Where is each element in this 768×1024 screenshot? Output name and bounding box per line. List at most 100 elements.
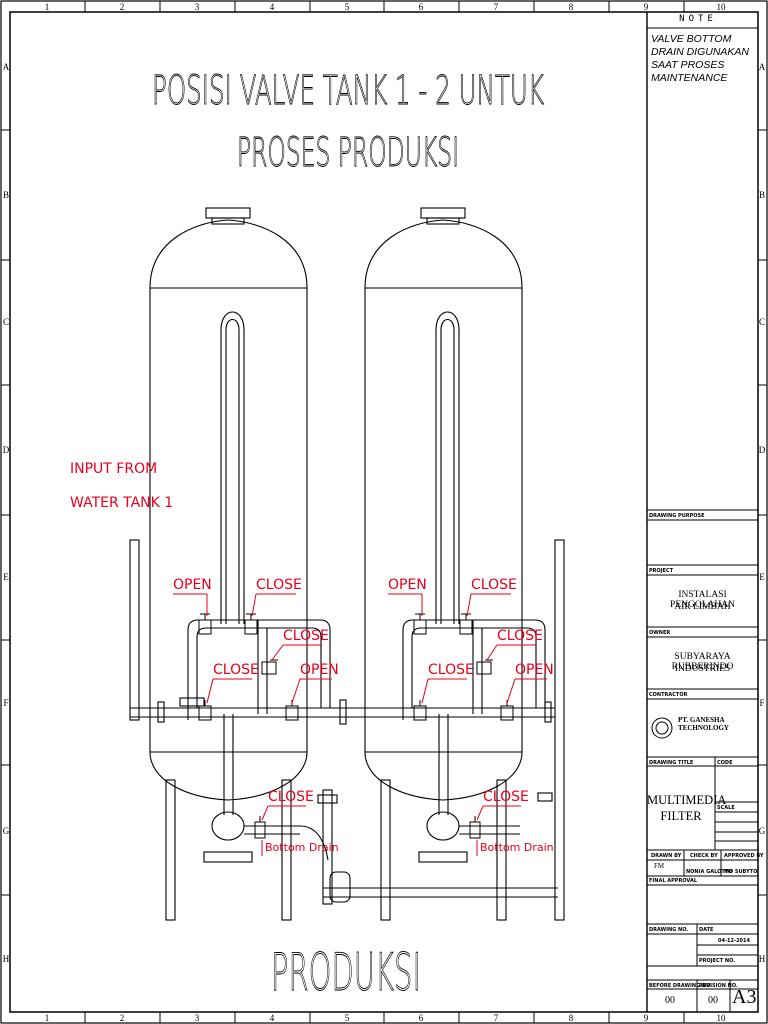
grid-col-label: 5	[345, 1013, 350, 1023]
date-label: DATE	[699, 927, 714, 933]
annotation-leaders	[173, 593, 547, 856]
check-by-value: NONIA GALOTTO	[686, 869, 733, 875]
owner-name-line2: INDUSTRIES	[674, 664, 731, 674]
valve-status-label: CLOSE	[428, 662, 474, 678]
owner-label: OWNER	[649, 630, 671, 636]
grid-row-label: D	[759, 445, 766, 455]
grid-row-label: F	[3, 698, 8, 708]
valve-icon	[254, 816, 266, 839]
grid-row-label: G	[3, 826, 10, 836]
grid-col-label: 1	[45, 1013, 50, 1023]
valve-icon	[244, 613, 258, 635]
project-name-line1: INSTALASI PENGOLAHAN	[670, 590, 735, 610]
valve-icon	[469, 816, 481, 839]
revision-label: REVISION NO.	[699, 983, 738, 989]
grid-col-label: 8	[569, 1013, 574, 1023]
drawn-by-value: FM	[654, 862, 665, 870]
grid-col-label: 9	[644, 2, 649, 12]
grid-col-label: 10	[717, 2, 727, 12]
grid-col-label: 4	[270, 1013, 275, 1023]
note-title: NOTE	[679, 14, 717, 24]
drawing-name-line2: FILTER	[660, 809, 702, 823]
drawing-no-label: DRAWING NO.	[649, 927, 689, 933]
valve-status-label: OPEN	[388, 577, 427, 593]
grid-col-label: 2	[120, 1013, 125, 1023]
title-block-frame	[646, 12, 758, 1012]
grid-col-label: 10	[717, 1013, 727, 1023]
drawing-title-label: DRAWING TITLE	[649, 760, 694, 766]
piping	[129, 539, 565, 921]
grid-col-label: 4	[270, 2, 275, 12]
valve-status-label: OPEN	[515, 662, 554, 678]
grid-col-label: 8	[569, 2, 574, 12]
valve-status-label: CLOSE	[283, 628, 329, 644]
valve-status-label: CLOSE	[497, 628, 543, 644]
valve-status-label: CLOSE	[268, 789, 314, 805]
valve-status-label: CLOSE	[483, 789, 529, 805]
grid-row-label: H	[759, 954, 766, 964]
contractor-label: CONTRACTOR	[649, 692, 688, 698]
valve-icon	[476, 659, 493, 675]
grid-row-label: A	[759, 62, 766, 72]
valve-icon	[261, 659, 278, 675]
contractor-logo-icon	[651, 717, 673, 739]
project-name-line2: AIR LIMBAH	[674, 602, 731, 612]
check-by-label: CHECK BY	[690, 853, 718, 859]
grid-col-label: 6	[419, 2, 424, 12]
grid-row-label: C	[759, 317, 765, 327]
drawing-title-line2: PROSES PRODUKSI	[237, 130, 459, 176]
drain-label: Bottom Drain	[480, 841, 554, 854]
input-label-line1: INPUT FROM	[70, 461, 157, 477]
grid-row-label: C	[3, 317, 9, 327]
tank-2	[364, 207, 523, 921]
grid-row-label: F	[759, 698, 764, 708]
date-value: 04-12-2014	[718, 938, 750, 944]
grid-row-label: E	[759, 572, 765, 582]
drain-label: Bottom Drain	[265, 841, 339, 854]
grid-col-label: 1	[45, 2, 50, 12]
before-drawing-value: 00	[665, 995, 675, 1006]
drawing-purpose-label: DRAWING PURPOSE	[649, 513, 705, 519]
revision-value: 00	[708, 995, 718, 1006]
grid-row-label: E	[3, 572, 9, 582]
scale-label: SCALE	[717, 805, 735, 811]
grid-row-label: G	[759, 826, 766, 836]
grid-col-label: 2	[120, 2, 125, 12]
final-approval-label: FINAL APPROVAL	[649, 878, 698, 884]
grid-col-label: 7	[494, 2, 499, 12]
project-no-label: PROJECT NO.	[699, 958, 736, 964]
grid-row-label: B	[759, 190, 765, 200]
footer-label-produksi: PRODUKSI	[271, 943, 421, 1003]
valve-icon	[413, 700, 427, 721]
valve-icon	[459, 613, 473, 635]
grid-col-label: 3	[195, 2, 200, 12]
valve-icon	[198, 613, 212, 635]
grid-row-label: D	[3, 445, 10, 455]
project-label: PROJECT	[649, 568, 674, 574]
tank-1	[149, 207, 308, 921]
valve-status-label: OPEN	[300, 662, 339, 678]
owner-name-line1: SUBYARAYA RUBBERINDO	[671, 652, 734, 672]
sheet-size: A3	[732, 986, 757, 1008]
code-label: CODE	[717, 760, 733, 766]
valve-status-label: OPEN	[173, 577, 212, 593]
approved-by-label: APPROVED BY	[724, 853, 764, 859]
grid-row-label: A	[3, 62, 10, 72]
before-drawing-label: BEFORE DRAWING NO.	[649, 983, 713, 989]
valve-status-label: CLOSE	[471, 577, 517, 593]
drawing-name-line1: MULTIMEDIA	[647, 793, 727, 807]
grid-row-label: H	[3, 954, 10, 964]
grid-row-label: B	[3, 190, 9, 200]
grid-col-label: 7	[494, 1013, 499, 1023]
drawing-title-line1: POSISI VALVE TANK 1 - 2 UNTUK	[152, 68, 544, 114]
input-label-line2: WATER TANK 1	[70, 495, 173, 511]
approved-by-value: MD SUBYTO	[724, 869, 758, 875]
valve-symbols	[198, 613, 514, 839]
note-text: VALVE BOTTOM DRAIN DIGUNAKAN SAAT PROSES…	[651, 33, 750, 84]
valve-status-label: CLOSE	[213, 662, 259, 678]
valve-icon	[198, 700, 212, 721]
grid-col-label: 6	[419, 1013, 424, 1023]
valve-annotations: INPUT FROM WATER TANK 1 OPEN CLOSE CLOSE…	[70, 461, 554, 854]
grid-col-label: 3	[195, 1013, 200, 1023]
